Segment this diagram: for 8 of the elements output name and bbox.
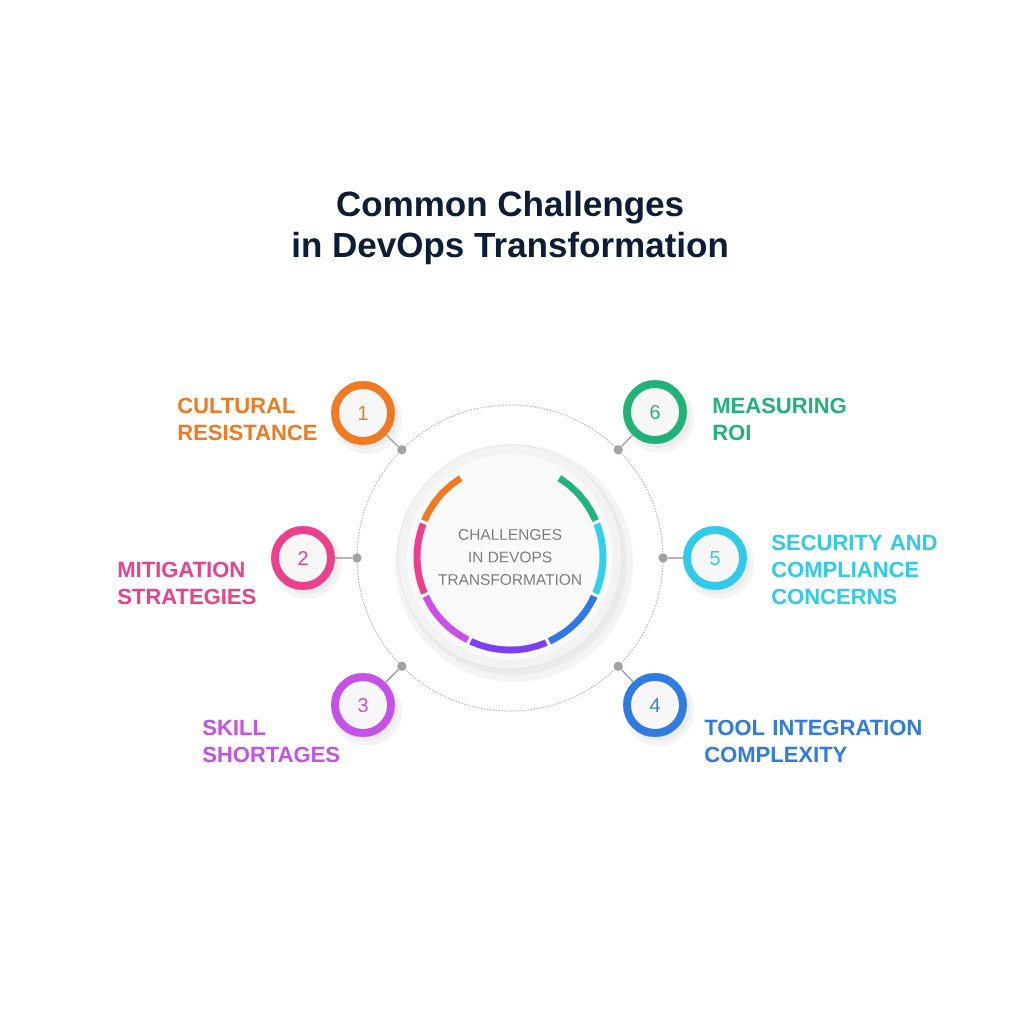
challenge-label: TOOL INTEGRATION COMPLEXITY [704,719,921,763]
challenge-label: SECURITY AND COMPLIANCE CONCERNS [771,534,937,605]
title: Common Challenges in DevOps Transformation [293,190,727,265]
challenge-label: CULTURAL RESISTANCE [178,397,317,441]
connector-line [667,557,684,559]
connector-line [334,557,353,559]
challenge-label: MITIGATION STRATEGIES [117,561,256,605]
challenge-label: MEASURING ROI [713,397,846,441]
